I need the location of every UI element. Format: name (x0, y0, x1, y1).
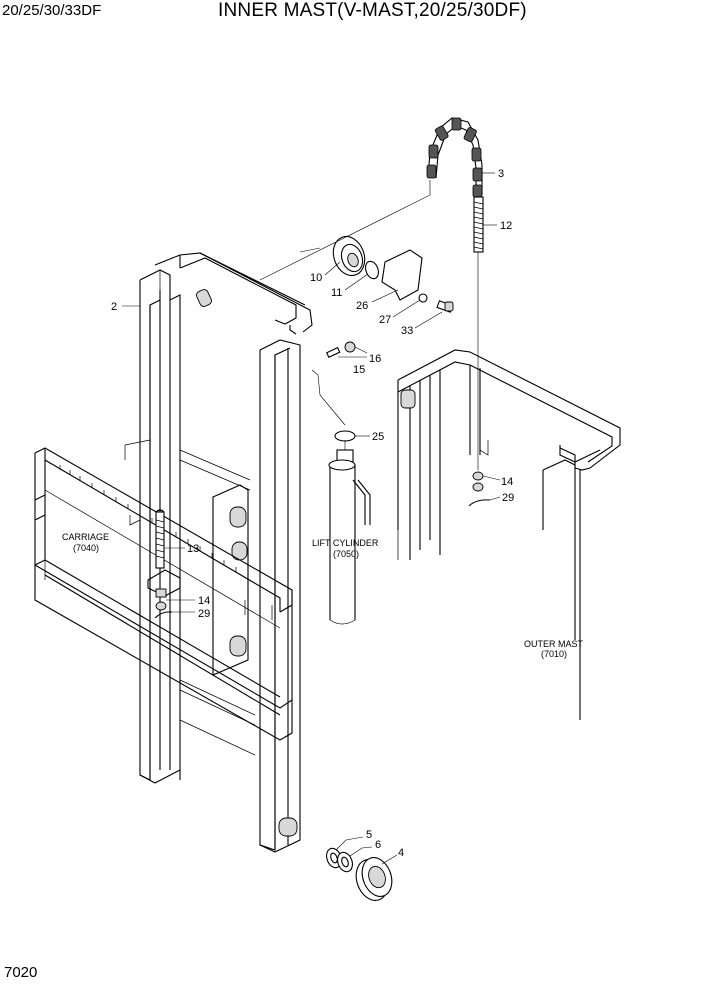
pin (325, 346, 341, 358)
carriage-ref: (7040) (73, 543, 99, 553)
chain-anchor-bolt (155, 509, 165, 569)
outer-mast-label: OUTER MAST (524, 639, 584, 649)
sheave-bracket (381, 249, 423, 301)
callout-15: 15 (353, 364, 365, 376)
washer (418, 293, 428, 303)
lift-cylinder-ref: (7050) (333, 549, 359, 559)
outer-mast (397, 349, 621, 720)
callout-3: 3 (498, 168, 504, 180)
callout-12: 12 (500, 220, 512, 232)
shims (326, 847, 353, 873)
split-pin-carriage (154, 611, 173, 619)
o-ring (334, 430, 356, 442)
callout-16: 16 (369, 353, 381, 365)
carriage-label: CARRIAGE (62, 532, 109, 542)
chain (426, 117, 483, 198)
callout-10: 10 (310, 272, 322, 284)
inner-mast (124, 252, 313, 853)
lift-cylinder-label: LIFT CYLINDER (312, 538, 379, 548)
callout-11: 11 (331, 287, 342, 299)
nut-14-carriage (155, 588, 167, 598)
nut-14b-carriage (155, 601, 167, 611)
callout-numbers: 3 12 10 11 26 27 33 2 16 15 25 14 29 13 … (111, 168, 514, 859)
callout-33: 33 (401, 325, 413, 337)
callout-2: 2 (111, 301, 117, 313)
nut-14b-mast (472, 482, 484, 492)
nut-16 (344, 341, 356, 353)
callout-13: 13 (187, 543, 199, 555)
callout-14-mast: 14 (501, 476, 513, 488)
mounting-bolt (436, 300, 454, 313)
page-title: INNER MAST(V-MAST,20/25/30DF) (218, 0, 527, 21)
callout-6: 6 (375, 839, 381, 851)
sheave (332, 235, 366, 277)
callout-27: 27 (379, 314, 391, 326)
lift-cylinder (328, 449, 371, 625)
roller-bearing (355, 857, 393, 901)
callout-4: 4 (398, 847, 404, 859)
nut-14-mast (472, 471, 484, 481)
model-code: 20/25/30/33DF (2, 2, 102, 19)
callout-25: 25 (372, 431, 384, 443)
callout-26: 26 (356, 300, 368, 312)
callout-5: 5 (366, 829, 372, 841)
callout-14-carriage: 14 (198, 595, 210, 607)
callout-29-carriage: 29 (198, 608, 210, 620)
split-pin-mast (468, 499, 491, 507)
carriage (34, 447, 293, 741)
snap-ring (365, 260, 379, 280)
assembly-labels: CARRIAGE (7040) LIFT CYLINDER (7050) OUT… (62, 532, 584, 659)
page-number: 7020 (4, 964, 38, 981)
outer-mast-ref: (7010) (541, 649, 567, 659)
callout-29-mast: 29 (502, 492, 514, 504)
anchor-bolt (473, 196, 484, 253)
leader-lines (122, 172, 501, 865)
